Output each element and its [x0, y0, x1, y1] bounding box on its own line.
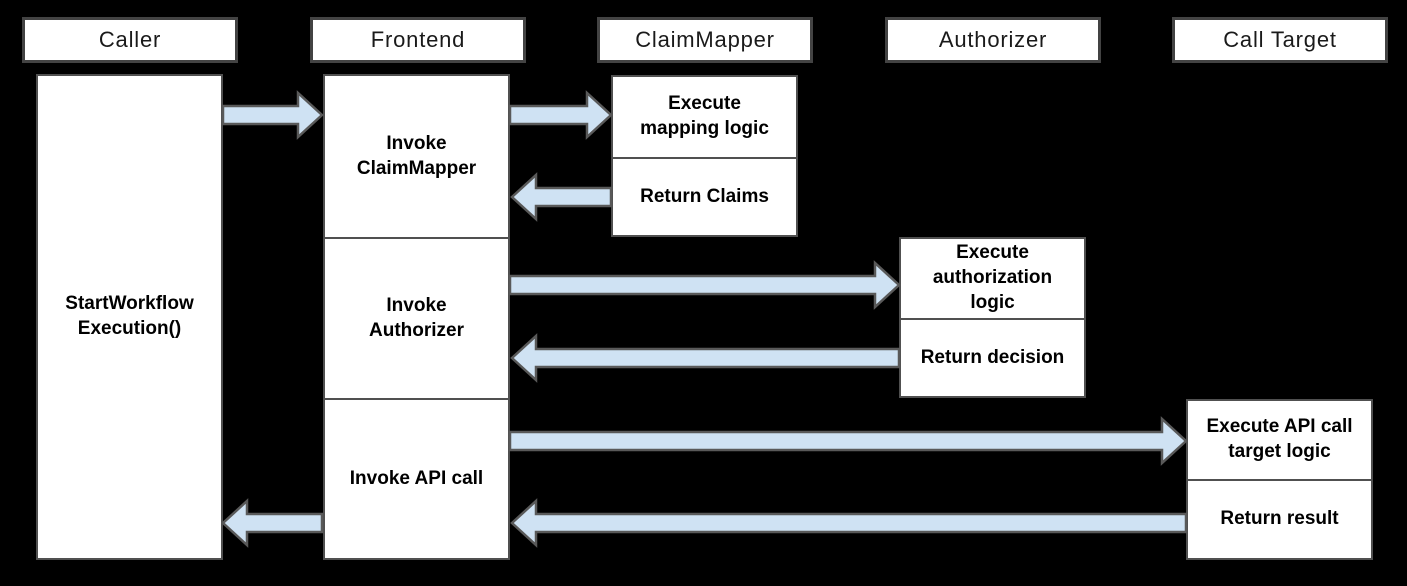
activity-execute-authorization-logic: Execute authorization logic — [899, 237, 1086, 320]
activity-invoke-claimmapper: Invoke ClaimMapper — [323, 74, 510, 239]
arrow-authorizer-to-frontend — [510, 333, 901, 383]
activity-return-claims: Return Claims — [611, 157, 798, 237]
activity-return-decision: Return decision — [899, 318, 1086, 398]
activity-startworkflow-execution: StartWorkflow Execution() — [36, 74, 223, 560]
arrow-calltarget-to-frontend — [510, 498, 1188, 548]
arrow-claimmapper-to-frontend — [510, 172, 613, 222]
lane-header-frontend: Frontend — [310, 17, 526, 63]
lane-header-authorizer: Authorizer — [885, 17, 1101, 63]
arrow-frontend-to-calltarget — [508, 416, 1188, 466]
activity-invoke-authorizer: Invoke Authorizer — [323, 237, 510, 400]
arrow-frontend-to-claimmapper — [508, 90, 613, 140]
activity-invoke-api-call: Invoke API call — [323, 398, 510, 560]
activity-return-result: Return result — [1186, 479, 1373, 560]
arrow-frontend-to-caller — [221, 498, 324, 548]
lane-header-claimmapper: ClaimMapper — [597, 17, 813, 63]
lane-header-calltarget: Call Target — [1172, 17, 1388, 63]
arrow-frontend-to-authorizer — [508, 260, 901, 310]
activity-execute-mapping-logic: Execute mapping logic — [611, 75, 798, 159]
lane-header-caller: Caller — [22, 17, 238, 63]
activity-execute-api-call-target-logic: Execute API call target logic — [1186, 399, 1373, 481]
arrow-caller-to-frontend — [221, 90, 324, 140]
